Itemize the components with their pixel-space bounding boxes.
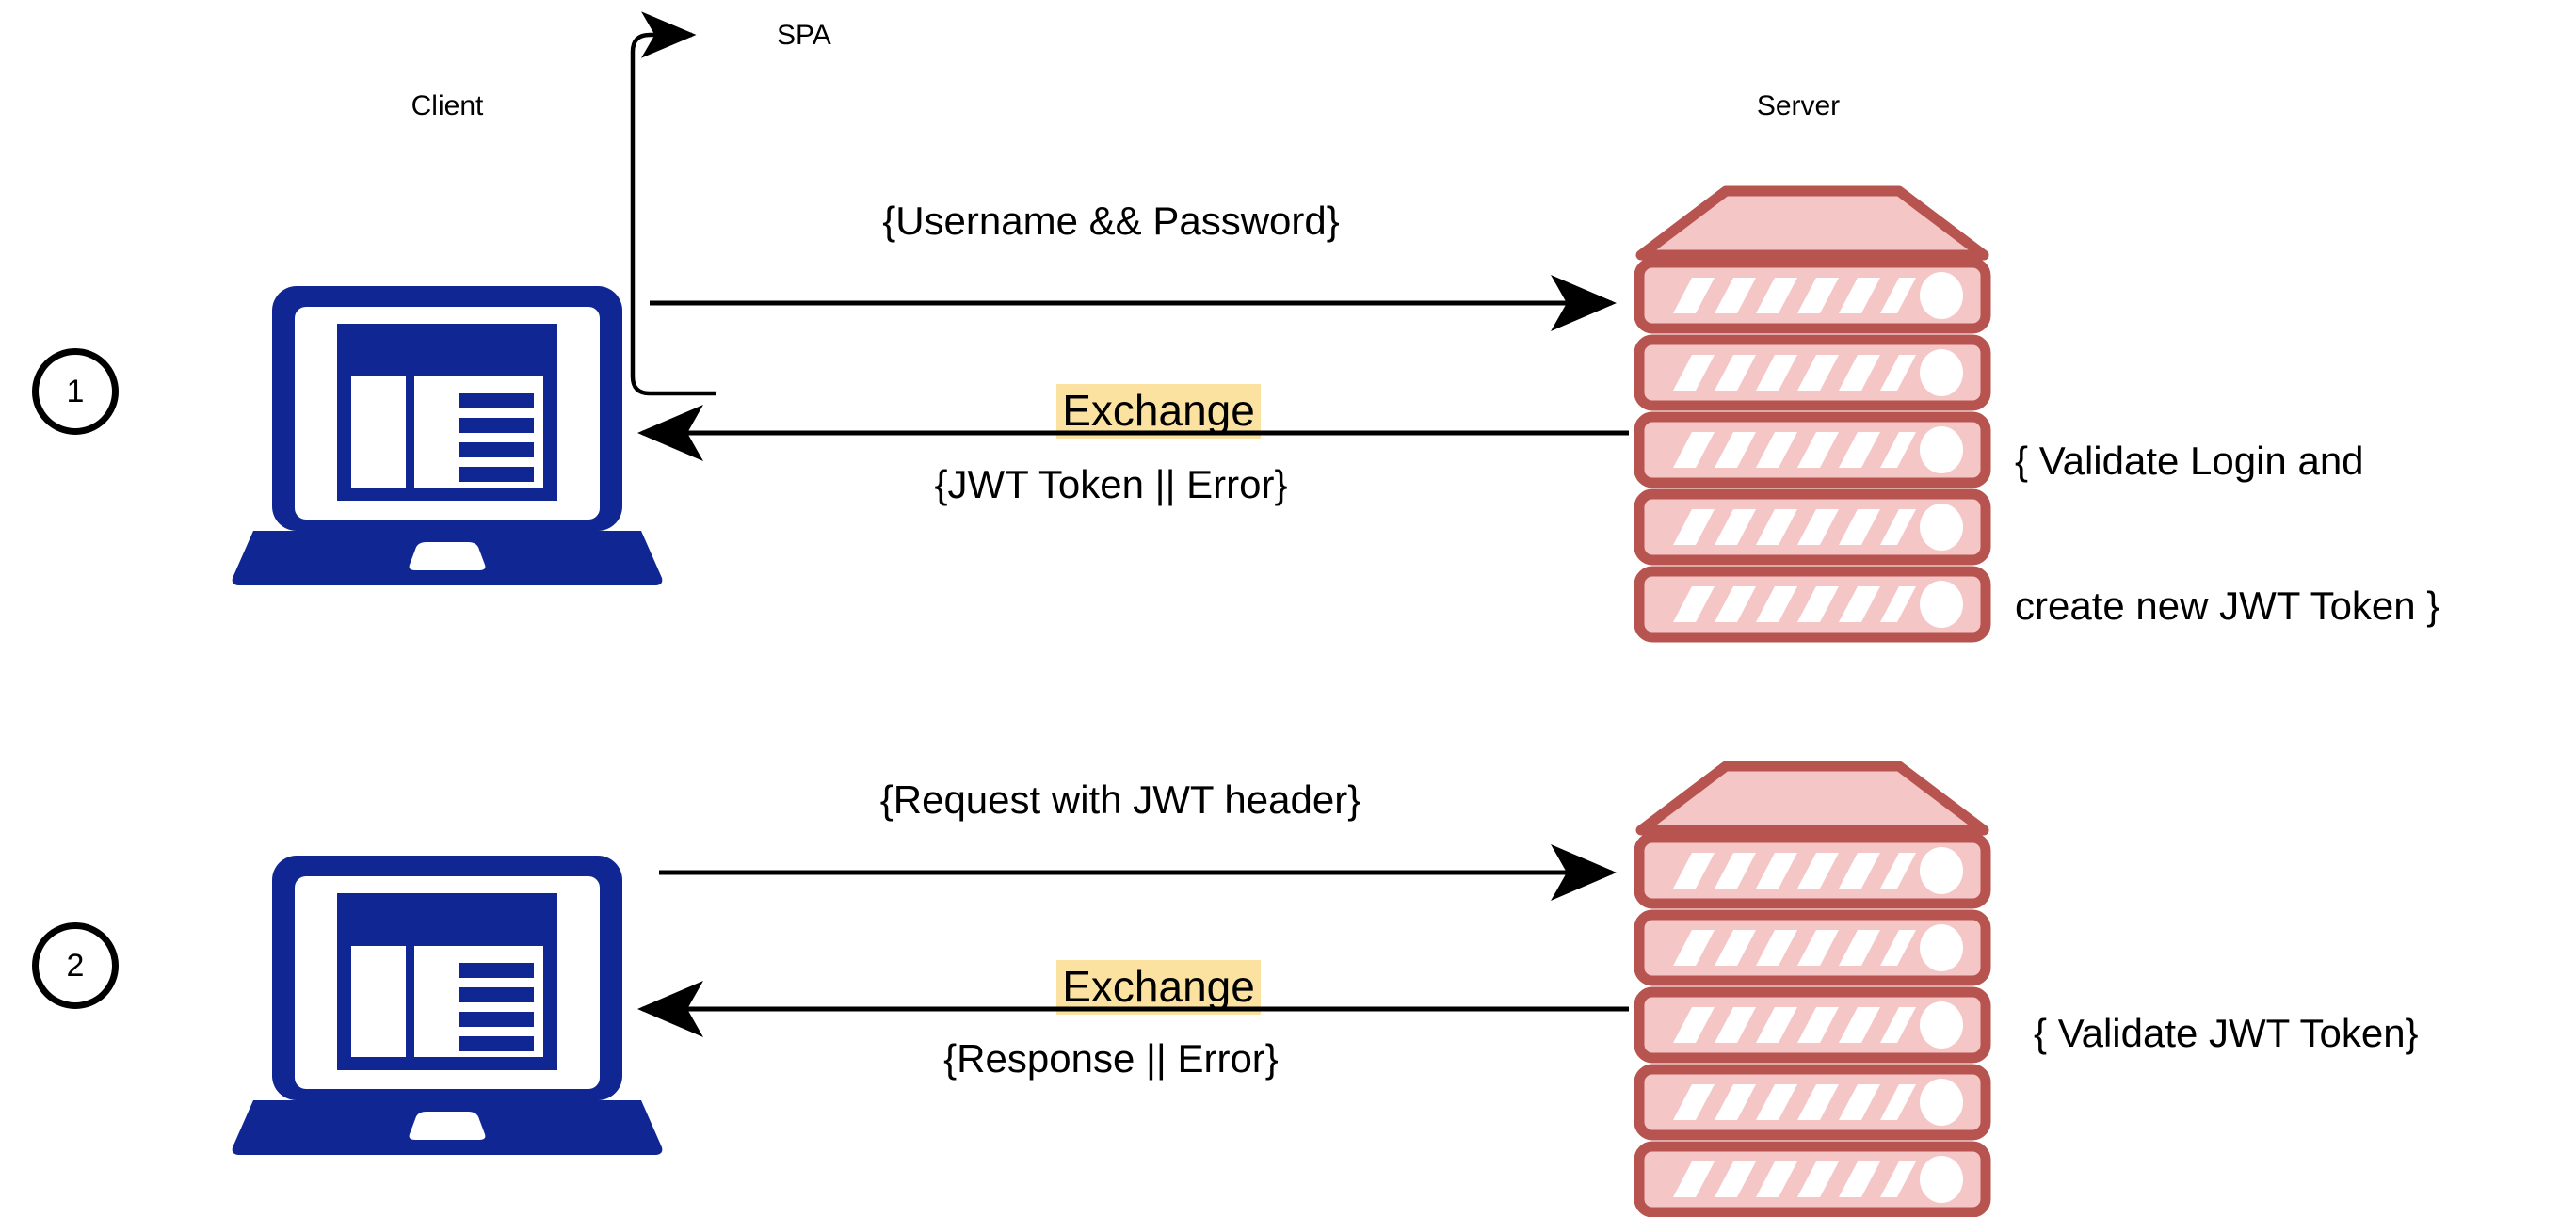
laptop-icon <box>232 856 663 1155</box>
step1-exchange-label: Exchange <box>650 334 1619 488</box>
curved-arrow-icon <box>630 11 716 396</box>
step-badge-label: 2 <box>32 922 119 1009</box>
step2-request-label: {Request with JWT header} <box>879 777 1361 822</box>
step-number-1: 1 <box>32 348 119 435</box>
spa-label: SPA <box>777 20 831 51</box>
arrow-right-icon <box>650 275 1617 331</box>
step2-server-note: { Validate JWT Token} <box>2034 913 2576 1154</box>
client-label: Client <box>411 90 484 121</box>
step2-exchange-label: Exchange <box>650 910 1619 1064</box>
step1-server-note-line-1: { Validate Login and <box>2015 439 2364 484</box>
step1-response-label: {JWT Token || Error} <box>934 462 1288 506</box>
server-label: Server <box>1756 90 1841 121</box>
server-rack-icon <box>1634 761 1991 1217</box>
arrow-left-icon <box>637 405 1629 461</box>
step2-server-note-line-1: { Validate JWT Token} <box>2034 1011 2419 1056</box>
step1-server-note: { Validate Login and create new JWT Toke… <box>2015 341 2561 727</box>
step-number-2: 2 <box>32 922 119 1009</box>
arrow-left-icon <box>637 981 1629 1037</box>
laptop-icon <box>232 286 663 585</box>
step-badge-label: 1 <box>32 348 119 435</box>
step2-response-label: {Response || Error} <box>943 1036 1279 1081</box>
arrow-right-icon <box>659 844 1617 901</box>
step1-server-note-line-2: create new JWT Token } <box>2015 584 2440 629</box>
step1-request-label: {Username && Password} <box>882 199 1340 243</box>
server-rack-icon <box>1634 185 1991 643</box>
exchange-highlight: Exchange <box>1056 384 1261 440</box>
exchange-highlight: Exchange <box>1056 960 1261 1016</box>
